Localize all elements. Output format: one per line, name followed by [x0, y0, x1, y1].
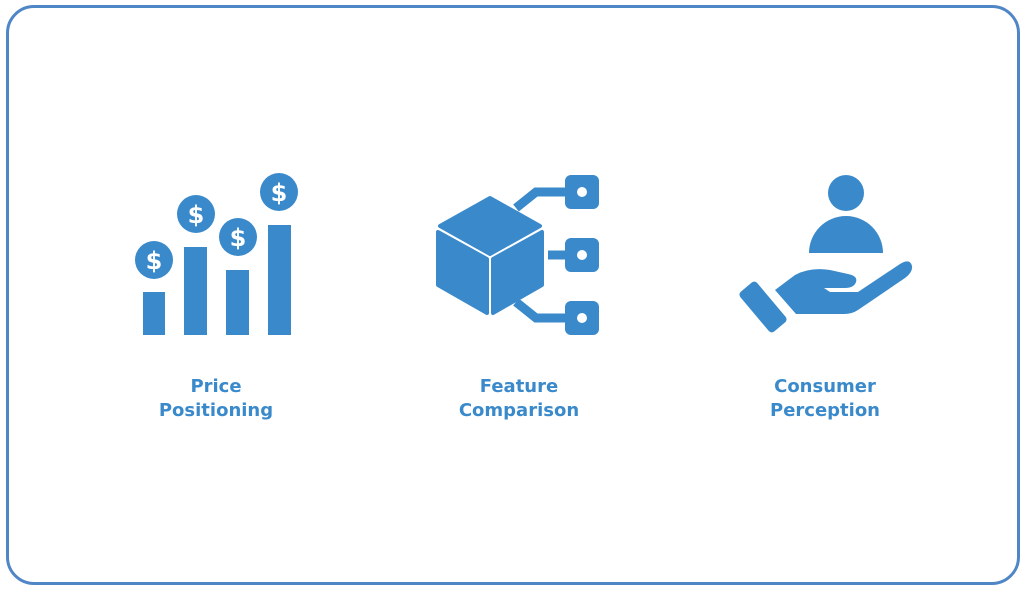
label-line: Price [190, 376, 242, 397]
label-line: Consumer [774, 376, 876, 397]
label-line: Perception [770, 400, 880, 421]
price-chart-dollar-icon: $ $ $ $ [135, 173, 298, 335]
label-consumer-perception: Consumer Perception [705, 375, 945, 423]
label-line: Comparison [458, 400, 580, 421]
cube-network-icon [436, 175, 599, 335]
svg-text:$: $ [146, 247, 163, 275]
svg-text:$: $ [188, 201, 205, 229]
svg-text:$: $ [271, 179, 288, 207]
svg-text:$: $ [230, 224, 247, 252]
hand-holding-person-icon [739, 175, 913, 333]
label-line: Feature [479, 376, 559, 397]
label-feature-comparison: Feature Comparison [399, 375, 639, 423]
label-price-positioning: Price Positioning [96, 375, 336, 423]
label-line: Positioning [158, 400, 274, 421]
